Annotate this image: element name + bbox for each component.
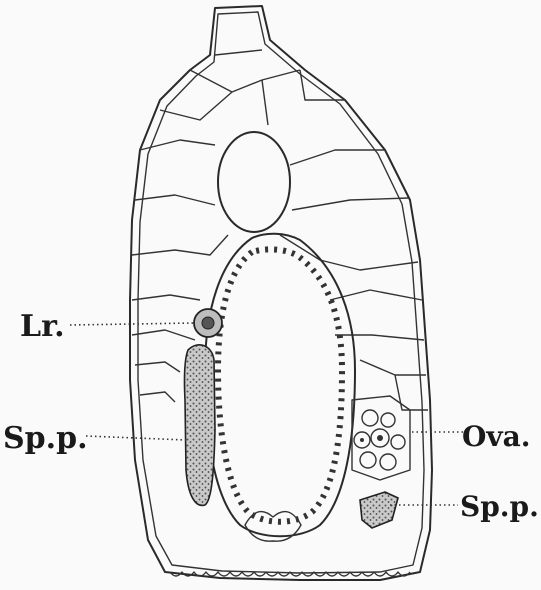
lr-structure bbox=[194, 309, 222, 337]
label-ova: Ova. bbox=[462, 420, 531, 453]
label-lr: Lr. bbox=[20, 309, 65, 344]
upper-cell-mass bbox=[132, 50, 428, 410]
right-sperm-mass bbox=[360, 492, 398, 528]
label-sp-p-right: Sp.p. bbox=[460, 490, 539, 523]
left-sperm-mass bbox=[184, 345, 215, 506]
central-cavity bbox=[205, 234, 355, 541]
label-sp-p-left: Sp.p. bbox=[3, 421, 88, 456]
